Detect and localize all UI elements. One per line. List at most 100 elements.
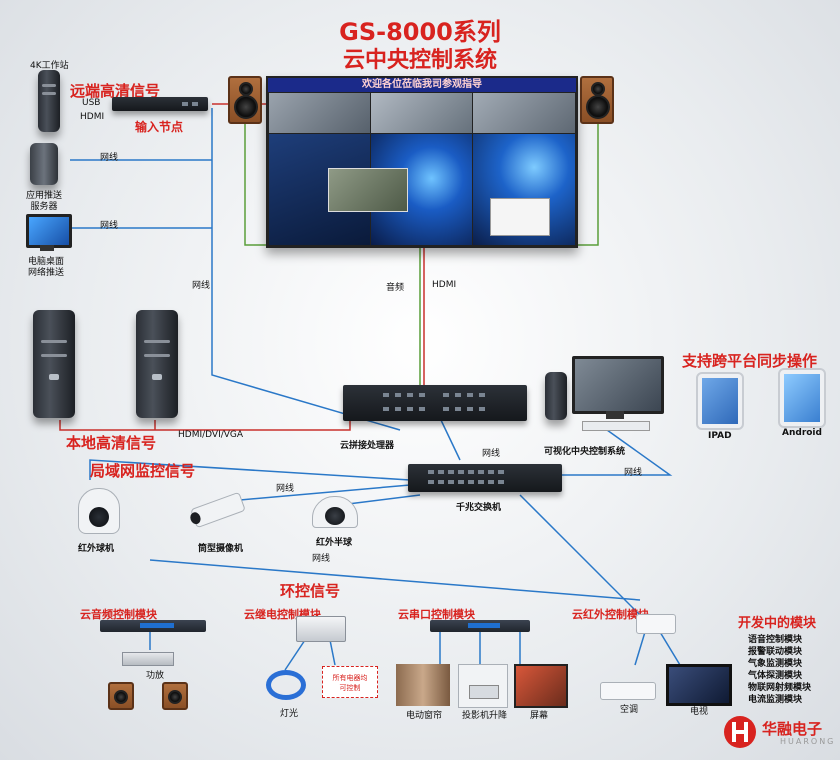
serial-module-icon [430, 620, 530, 632]
welcome-banner: 欢迎各位莅临我司参观指导 [268, 78, 576, 92]
processor-icon [343, 385, 527, 421]
workstation-4k-icon [38, 70, 60, 132]
curtain-label: 电动窗帘 [406, 711, 443, 721]
input-node-icon [112, 97, 208, 111]
screen-label: 屏幕 [530, 711, 549, 721]
network-label-2: 网线 [100, 221, 119, 231]
speaker-right [580, 76, 614, 124]
pc-monitor-icon [26, 214, 72, 248]
network-label-cam: 网线 [276, 484, 295, 494]
screen-icon [514, 664, 568, 708]
relay-module-icon [296, 616, 346, 642]
control-monitor-icon [572, 356, 664, 414]
remote-hd-signal-label: 远端高清信号 [70, 82, 161, 100]
light-icon [266, 670, 306, 700]
ir-module-label: 云红外控制模块 [572, 608, 649, 621]
projector-lift-label: 投影机升降 [462, 711, 508, 721]
aircon-label: 空调 [620, 705, 639, 715]
android-label: Android [782, 428, 822, 438]
network-proc-switch [439, 417, 461, 461]
wall-inset-window [328, 168, 408, 212]
ir-module-icon [636, 614, 676, 634]
curtain-icon [396, 664, 450, 706]
dev-module-item: 气体探测模块 [748, 671, 803, 681]
tv-label: 电视 [690, 707, 709, 717]
control-stand [606, 411, 624, 419]
dev-module-item: 物联网射频模块 [748, 683, 812, 693]
ir-hemisphere-icon [312, 496, 358, 528]
amplifier-label: 功放 [146, 671, 165, 681]
network-env [519, 494, 641, 616]
cross-platform-label: 支持跨平台同步操作 [682, 352, 818, 370]
visual-system-label: 可视化中央控制系统 [544, 447, 626, 457]
appliance-box: 所有电器均 可控制 [322, 666, 378, 698]
tv-icon [666, 664, 732, 706]
title-line2: 云中央控制系统 [342, 48, 497, 73]
network-label-below: 网线 [312, 554, 331, 564]
hdmi-dvi-vga-label: HDMI/DVI/VGA [178, 430, 244, 440]
wall-inset-window2 [490, 198, 550, 236]
projector-lift-icon [458, 664, 508, 708]
pc-label-1: 电脑桌面 [27, 257, 64, 267]
brand-name-en: HUARONG [780, 737, 836, 746]
network-label-3: 网线 [192, 281, 211, 291]
wall-cell [370, 92, 473, 134]
audio-module-label: 云音频控制模块 [80, 608, 157, 621]
ir-dome-icon [78, 488, 120, 534]
ir-hemisphere-label: 红外半球 [316, 538, 353, 548]
hdmi-label-wall: HDMI [432, 280, 457, 290]
hdmi-label-node: HDMI [80, 112, 105, 122]
title-line1: GS-8000系列 [339, 18, 501, 46]
android-icon [778, 368, 826, 428]
pc-stand [40, 245, 54, 251]
dev-module-item: 报警联动模块 [748, 647, 803, 657]
serial-module-label: 云串口控制模块 [398, 608, 475, 621]
bullet-cam-label: 筒型摄像机 [198, 544, 244, 554]
local-server-1-icon [33, 310, 75, 418]
pc-label-2: 网络推送 [27, 268, 64, 278]
local-hd-signal-label: 本地高清信号 [66, 434, 157, 452]
wall-cell [472, 92, 576, 134]
switch-label: 千兆交换机 [456, 503, 502, 513]
appliance-label-2: 可控制 [339, 684, 361, 692]
input-node-label: 输入节点 [135, 120, 184, 134]
network-ctrl-switch [560, 424, 673, 476]
control-pc-tower-icon [545, 372, 567, 420]
aircon-icon [600, 682, 656, 700]
brand-name-cn: 华融电子 [762, 720, 823, 738]
video-wall: 欢迎各位莅临我司参观指导 [266, 76, 578, 248]
app-server-icon [30, 143, 58, 185]
network-label-ctrl: 网线 [624, 468, 643, 478]
usb-label: USB [82, 98, 101, 108]
network-env-bus [149, 559, 641, 601]
keyboard-icon [582, 421, 650, 431]
network-label-proc: 网线 [482, 449, 501, 459]
lan-monitor-signal-label: 局域网监控信号 [90, 462, 196, 480]
brand-logo-icon [724, 716, 756, 748]
env-signal-label: 环控信号 [280, 582, 341, 600]
network-trunk [211, 108, 401, 431]
wall-cell [268, 92, 371, 134]
ipad-icon [696, 372, 744, 430]
audio-label: 音频 [386, 283, 405, 293]
network-label-1: 网线 [100, 153, 119, 163]
app-server-label-1: 应用推送 [25, 191, 62, 201]
dev-module-item: 语音控制模块 [748, 635, 803, 645]
dev-modules-title: 开发中的模块 [738, 616, 817, 631]
ir-dome-label: 红外球机 [78, 544, 115, 554]
switch-icon [408, 464, 562, 492]
dev-module-item: 电流监测模块 [748, 695, 803, 705]
speaker-left [228, 76, 262, 124]
network-cam-dome [89, 459, 411, 481]
speaker-env-right [162, 682, 188, 710]
dev-module-item: 气象监测模块 [748, 659, 803, 669]
ipad-label: IPAD [708, 431, 732, 441]
network-cam-hemi [339, 494, 421, 506]
appliance-label-1: 所有电器均 [332, 674, 368, 682]
audio-module-icon [100, 620, 206, 632]
workstation-4k-label: 4K工作站 [30, 61, 69, 71]
speaker-env-left [108, 682, 134, 710]
local-server-2-icon [136, 310, 178, 418]
hdmi-line-local [59, 410, 351, 431]
